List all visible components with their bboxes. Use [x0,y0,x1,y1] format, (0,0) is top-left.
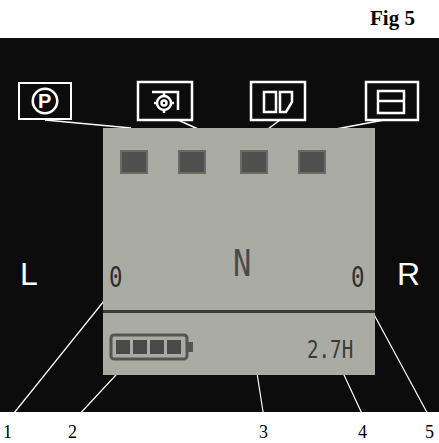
battery-tip [187,342,193,352]
icon-box [138,82,192,120]
circle-outline [33,89,57,113]
battery-bar [167,340,181,354]
door-symbol [264,92,276,112]
leader-line [45,120,131,128]
black-panel [0,38,439,412]
speed-right: 0 [351,264,364,292]
indicator-square [298,150,326,174]
indicator-icon: P [18,82,72,120]
battery-bar [133,340,147,354]
icon-box [366,82,418,120]
icon-box [251,82,305,120]
indicator-square [120,150,148,174]
indicator-icons [138,82,418,120]
callout-number: 4 [358,423,367,441]
seat-symbol [378,91,404,113]
callout-number: 5 [425,423,434,441]
side-label: L [20,258,38,290]
battery-icon [109,332,199,362]
callout-number: 2 [68,423,77,441]
indicator-square [240,150,268,174]
lcd-screen: 0 N 0 2.7H [103,128,375,375]
divider-line [103,310,375,313]
figure-title: Fig 5 [370,8,415,29]
gear-symbol [157,96,171,110]
battery-body [111,335,187,359]
battery-bar [150,340,164,354]
side-label: R [397,258,420,290]
battery-bar [116,340,130,354]
hours-reading: 2.7H [307,338,353,362]
gear-indicator: N [233,244,251,282]
icon-letter: P [38,91,51,111]
gear-teeth [154,93,174,113]
door-symbol [280,92,292,112]
gear-hub [162,101,167,106]
indicator-square [178,150,206,174]
callout-number: 1 [3,423,12,441]
speed-left: 0 [109,264,122,292]
callout-number: 3 [259,423,268,441]
